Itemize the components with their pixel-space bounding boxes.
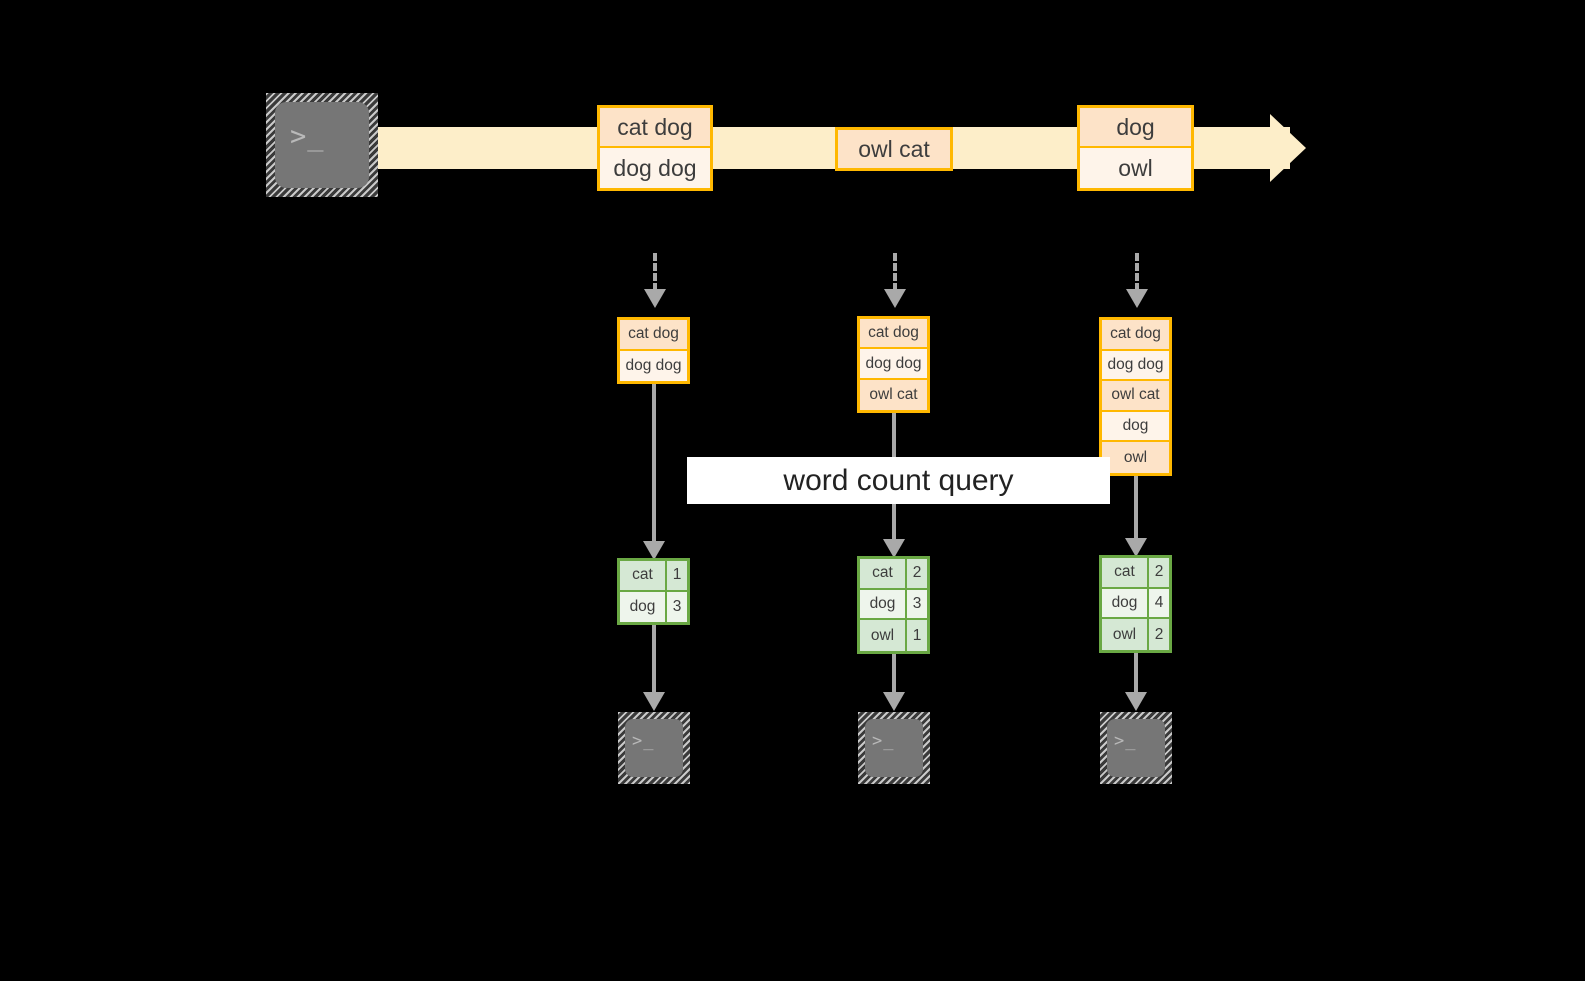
trigger-1-query-connector (652, 384, 656, 550)
result-word: dog (620, 591, 667, 622)
source-terminal-icon[interactable]: >_ (266, 93, 378, 197)
result-word: cat (860, 559, 907, 588)
terminal-prompt-glyph: >_ (290, 121, 325, 152)
batch-line: dog dog (600, 148, 710, 188)
result-row: owl 2 (1102, 619, 1169, 651)
stream-arrowhead (1270, 114, 1306, 182)
result-word: owl (1102, 619, 1149, 651)
result-word: cat (1102, 558, 1149, 587)
result-row: dog 3 (860, 589, 927, 621)
terminal-prompt-glyph: >_ (872, 731, 895, 751)
trigger-2-dashed-connector (893, 253, 897, 291)
trigger-1-accumulated-box[interactable]: cat dog dog dog (617, 317, 690, 384)
result-word: owl (860, 620, 907, 652)
trigger-2-sink-connector (892, 654, 896, 699)
terminal-prompt-glyph: >_ (1114, 731, 1137, 751)
result-count: 4 (1154, 594, 1164, 611)
result-row: dog 3 (620, 591, 687, 622)
result-word: dog (1102, 588, 1149, 618)
result-count: 2 (1154, 625, 1164, 643)
trigger-1-query-arrowhead (643, 541, 665, 560)
accumulated-line: owl (1102, 442, 1169, 473)
result-count: 3 (912, 595, 922, 612)
result-count: 1 (672, 566, 682, 584)
result-row: cat 1 (620, 561, 687, 592)
trigger-1-dashed-connector (653, 253, 657, 291)
batch-line: dog (1080, 108, 1191, 148)
trigger-1-sink-arrowhead (643, 692, 665, 711)
terminal-screen (865, 719, 923, 777)
trigger-3-query-arrowhead (1125, 538, 1147, 557)
result-row: cat 2 (860, 559, 927, 590)
accumulated-line: dog dog (860, 349, 927, 380)
trigger-1-dashed-arrowhead (644, 289, 666, 308)
result-row: dog 4 (1102, 588, 1169, 620)
accumulated-line: dog dog (620, 350, 687, 381)
trigger-2-dashed-arrowhead (884, 289, 906, 308)
trigger-2-sink-terminal-icon[interactable]: >_ (858, 712, 930, 784)
trigger-1-result-table[interactable]: cat 1 dog 3 (617, 558, 690, 625)
query-label: word count query (783, 463, 1014, 497)
accumulated-line: owl cat (1102, 381, 1169, 412)
trigger-3-query-connector (1134, 476, 1138, 548)
trigger-3-sink-terminal-icon[interactable]: >_ (1100, 712, 1172, 784)
result-count: 3 (672, 597, 682, 615)
trigger-3-dashed-arrowhead (1126, 289, 1148, 308)
trigger-2-query-arrowhead (883, 539, 905, 558)
trigger-2-accumulated-box[interactable]: cat dog dog dog owl cat (857, 316, 930, 413)
stream-batch-3[interactable]: dog owl (1077, 105, 1194, 191)
batch-line: owl (1080, 148, 1191, 188)
terminal-screen (625, 719, 683, 777)
trigger-1-sink-connector (652, 625, 656, 699)
accumulated-line: cat dog (1102, 320, 1169, 351)
result-word: dog (860, 589, 907, 619)
result-count: 2 (912, 564, 922, 582)
trigger-3-result-table[interactable]: cat 2 dog 4 owl 2 (1099, 555, 1172, 653)
terminal-screen (1107, 719, 1165, 777)
trigger-3-accumulated-box[interactable]: cat dog dog dog owl cat dog owl (1099, 317, 1172, 476)
result-count: 2 (1154, 563, 1164, 581)
trigger-3-dashed-connector (1135, 253, 1139, 291)
trigger-3-sink-connector (1134, 653, 1138, 699)
terminal-screen (275, 102, 369, 188)
trigger-1-sink-terminal-icon[interactable]: >_ (618, 712, 690, 784)
terminal-prompt-glyph: >_ (632, 731, 655, 751)
accumulated-line: dog dog (1102, 350, 1169, 382)
accumulated-line: owl cat (860, 379, 927, 411)
word-count-query-banner: word count query (687, 457, 1110, 504)
accumulated-line: dog (1102, 411, 1169, 443)
result-row: cat 2 (1102, 558, 1169, 589)
stream-batch-2[interactable]: owl cat (835, 127, 953, 171)
result-word: cat (620, 561, 667, 590)
trigger-2-sink-arrowhead (883, 692, 905, 711)
trigger-2-result-table[interactable]: cat 2 dog 3 owl 1 (857, 556, 930, 654)
trigger-3-sink-arrowhead (1125, 692, 1147, 711)
batch-line: cat dog (600, 108, 710, 148)
result-row: owl 1 (860, 620, 927, 652)
stream-batch-1[interactable]: cat dog dog dog (597, 105, 713, 191)
result-count: 1 (912, 626, 922, 644)
accumulated-line: cat dog (860, 319, 927, 350)
batch-line: owl cat (838, 130, 950, 168)
accumulated-line: cat dog (620, 320, 687, 351)
